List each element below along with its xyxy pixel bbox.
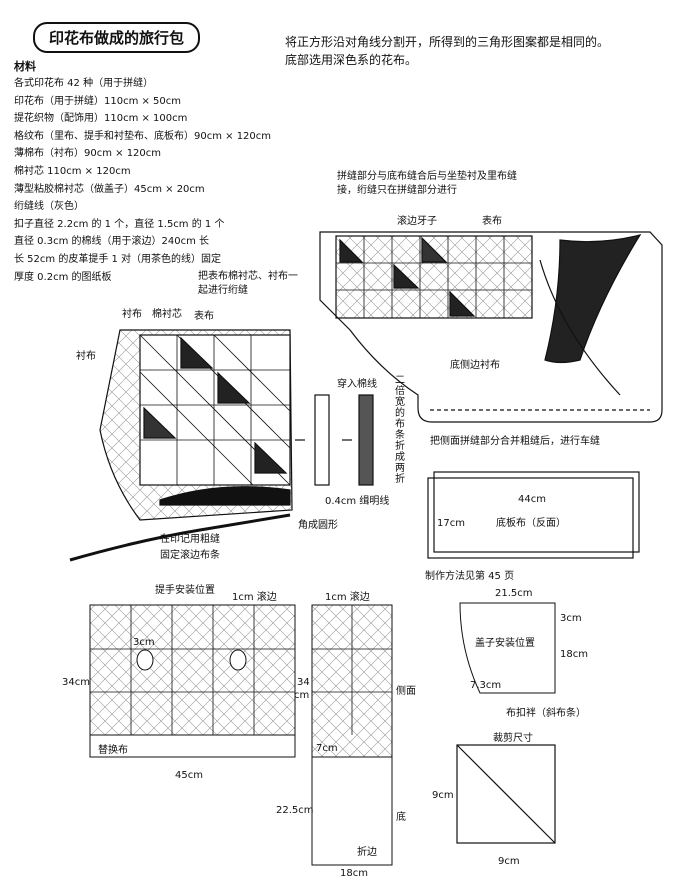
dim-3cm-b: 3cm [560, 613, 582, 624]
base-board-label: 底板布（反面） [496, 518, 566, 529]
dim-3cm: 3cm [133, 637, 155, 648]
dim-cm-mid: cm [294, 690, 310, 701]
material-item: 印花布（用于拼缝）110cm × 50cm [14, 95, 182, 107]
batting-label: 棉衬芯 [152, 309, 182, 320]
material-item: 长 52cm 的皮革提手 1 对（用茶色的线）固定 [14, 253, 222, 265]
material-item: 各式印花布 42 种（用于拼缝） [14, 78, 154, 89]
cut-square-pattern [456, 744, 556, 844]
fold-note-label: 二倍宽的布条折成两折 [395, 375, 405, 485]
page-title: 印花布做成的旅行包 [33, 22, 201, 53]
fold-label: 折边 [357, 847, 377, 858]
binding-strip-drawing [295, 394, 374, 486]
intro-text: 将正方形沿对角线分割开，所得到的三角形图案都是相同的。底部选用深色系的花布。 [285, 35, 610, 67]
dim-18-right: 18cm [560, 649, 588, 660]
bottom-label: 底 [396, 812, 406, 823]
lid-pattern [459, 602, 556, 694]
baste-label: 在印记用粗缝 [160, 534, 220, 545]
base-width-label: 44cm [518, 494, 546, 505]
material-item: 厚度 0.2cm 的图纸板 [14, 271, 112, 283]
dim-34-mid: 34 [297, 677, 310, 688]
top-note-label: 拼缝部分与底布缝合后与坐垫衬及里布缝接，绗缝只在拼缝部分进行 [337, 171, 517, 196]
loop-label: 布扣袢（斜布条） [506, 708, 586, 719]
material-item: 扣子直径 2.2cm 的 1 个，直径 1.5cm 的 1 个 [14, 218, 225, 230]
replace-cloth-label: 替换布 [98, 745, 128, 756]
material-item: 棉衬芯 110cm × 120cm [14, 165, 131, 177]
quilt-note-label: 把表布棉衬芯、衬布一起进行绗缝 [198, 271, 298, 296]
binding-label: 1cm 滚边 [232, 592, 277, 603]
lining-label-2: 衬布 [76, 351, 96, 362]
outer-label-2: 表布 [194, 311, 214, 322]
lid-handle-pos-label: 盖子安装位置 [475, 638, 535, 649]
dim-9-left: 9cm [432, 790, 454, 801]
material-item: 绗缝线（灰色） [14, 201, 84, 213]
front-panel-pattern [89, 604, 296, 758]
quilted-bag-drawing [69, 329, 293, 562]
materials-list: 各式印花布 42 种（用于拼缝） 印花布（用于拼缝）110cm × 50cm 提… [14, 75, 271, 286]
method-ref-label: 制作方法见第 45 页 [425, 571, 515, 582]
base-board-drawing [427, 471, 640, 559]
dim-7: 7cm [316, 743, 338, 754]
lining-label: 衬布 [122, 309, 142, 320]
piping-label: 滚边牙子 [397, 216, 437, 227]
handle-pos-label: 提手安装位置 [155, 585, 215, 596]
base-height-label: 17cm [437, 518, 465, 529]
fix-binding-label: 固定滚边布条 [160, 550, 220, 561]
binding-label-b: 1cm 滚边 [325, 592, 370, 603]
bottom-lining-label: 底侧边衬布 [450, 360, 500, 371]
materials-heading: 材料 [14, 60, 36, 73]
dim-9-bottom: 9cm [498, 856, 520, 867]
dim-7-3: 7.3cm [470, 680, 502, 691]
round-corner-label: 角成圆形 [298, 520, 338, 531]
insert-cord-label: 穿入棉线 [337, 379, 377, 390]
dim-34-left: 34cm [62, 677, 90, 688]
dim-21-5: 21.5cm [495, 588, 533, 599]
side-label: 侧面 [396, 686, 416, 697]
seam-label: 0.4cm 缉明线 [325, 496, 390, 507]
material-item: 直径 0.3cm 的棉线（用于滚边）240cm 长 [14, 236, 210, 248]
material-item: 格纹布（里布、提手和衬垫布、底板布）90cm × 120cm [14, 130, 272, 142]
material-item: 薄型粘胶棉衬芯（做盖子）45cm × 20cm [14, 183, 205, 195]
dim-22-5: 22.5cm [276, 805, 314, 816]
material-item: 薄棉布（衬布）90cm × 120cm [14, 148, 162, 160]
side-panel-pattern [311, 604, 393, 866]
outer-label: 表布 [482, 216, 502, 227]
dim-45: 45cm [175, 770, 203, 781]
material-item: 提花织物（配饰用）110cm × 100cm [14, 113, 188, 125]
join-note-label: 把侧面拼缝部分合并粗缝后，进行车缝 [430, 436, 600, 447]
cut-size-label: 裁剪尺寸 [493, 733, 533, 744]
dim-18: 18cm [340, 868, 368, 879]
bag-assembly-drawing [319, 231, 663, 423]
